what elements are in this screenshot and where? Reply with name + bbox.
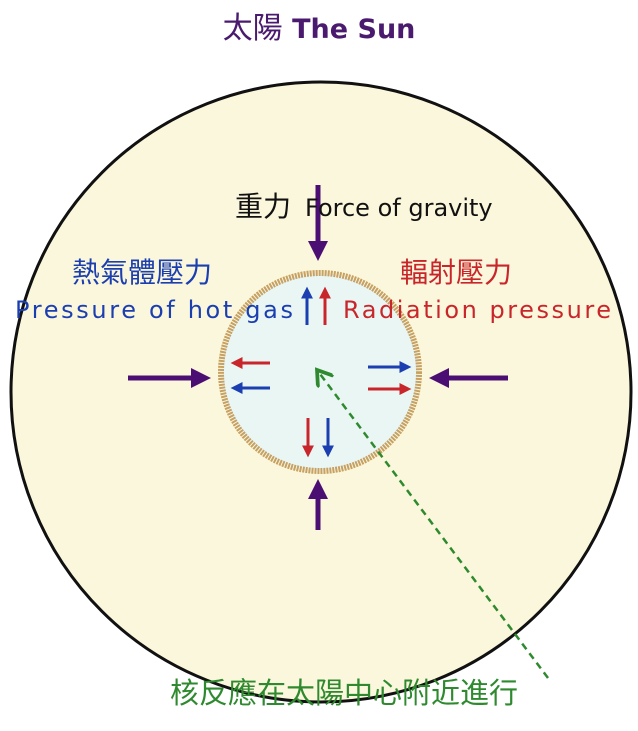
- gas-pressure-label-en: Pressure of hot gas: [15, 296, 293, 324]
- core-note: 核反應在太陽中心附近進行: [170, 676, 518, 710]
- gas-pressure-label-zh: 熱氣體壓力: [72, 256, 212, 289]
- radiation-pressure-arrows: [230, 286, 412, 458]
- title: 太陽 The Sun: [223, 11, 416, 46]
- gas-pressure-arrows: [230, 286, 412, 458]
- gravity-arrows: [128, 185, 508, 530]
- radiation-pressure-label-zh: 輻射壓力: [400, 256, 512, 289]
- core-pointer-line: [320, 374, 549, 679]
